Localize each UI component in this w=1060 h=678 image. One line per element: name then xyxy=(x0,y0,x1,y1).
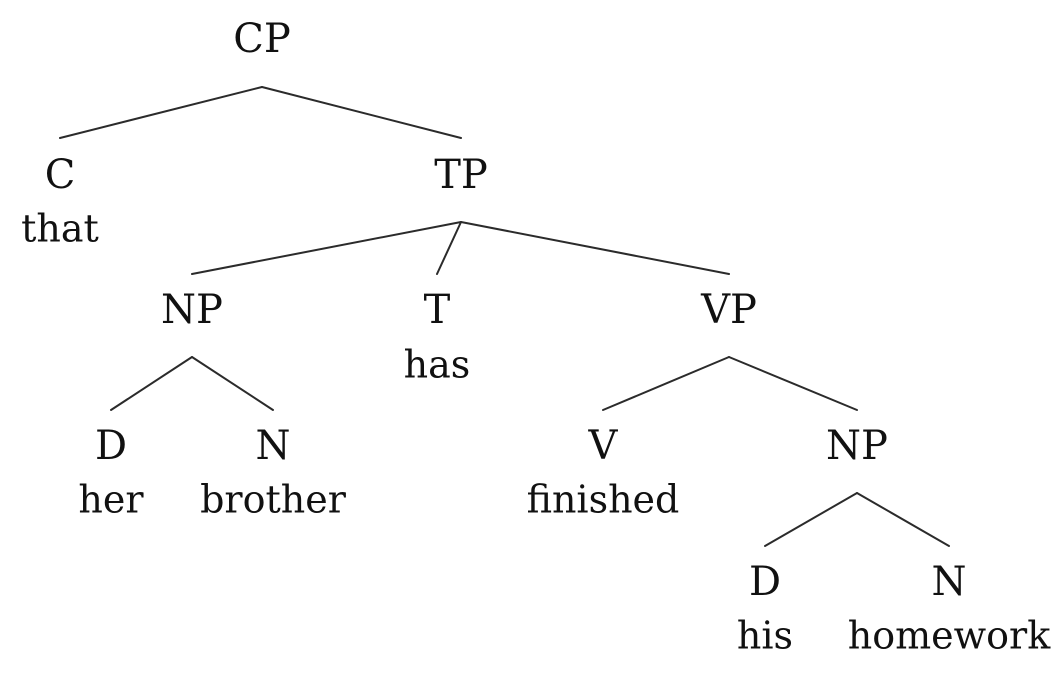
tree-edges xyxy=(59,86,950,547)
edge-vp-v xyxy=(602,356,730,411)
edge-cp-tp xyxy=(261,86,462,139)
node-v-label: V xyxy=(588,423,619,469)
node-d2-word: his xyxy=(737,614,793,658)
edge-np_obj-n2 xyxy=(856,492,950,547)
node-d1-word: her xyxy=(78,478,144,522)
edge-np_subj-d1 xyxy=(110,356,193,411)
node-t-word: has xyxy=(404,343,471,387)
node-np-subject-label: NP xyxy=(161,287,223,333)
node-d2-label: D xyxy=(749,559,781,605)
edge-tp-t xyxy=(436,221,462,275)
node-n1-label: N xyxy=(256,423,291,469)
node-np-object-label: NP xyxy=(826,423,888,469)
edge-vp-np_obj xyxy=(728,356,858,411)
node-n2-word: homework xyxy=(848,614,1051,658)
node-n1-word: brother xyxy=(200,478,347,522)
node-t-label: T xyxy=(424,287,451,333)
node-c-label: C xyxy=(45,152,76,198)
node-v-word: finished xyxy=(527,478,680,522)
node-cp-label: CP xyxy=(233,16,291,62)
node-n2-label: N xyxy=(932,559,967,605)
edge-np_subj-n1 xyxy=(191,356,274,411)
edge-tp-vp xyxy=(460,221,730,275)
edge-cp-c xyxy=(59,86,263,139)
node-d1-label: D xyxy=(95,423,127,469)
edge-np_obj-d2 xyxy=(764,492,858,547)
edge-tp-np_subj xyxy=(191,221,462,275)
node-tp-label: TP xyxy=(434,152,488,198)
node-c-word: that xyxy=(21,207,99,251)
node-vp-label: VP xyxy=(700,287,757,333)
